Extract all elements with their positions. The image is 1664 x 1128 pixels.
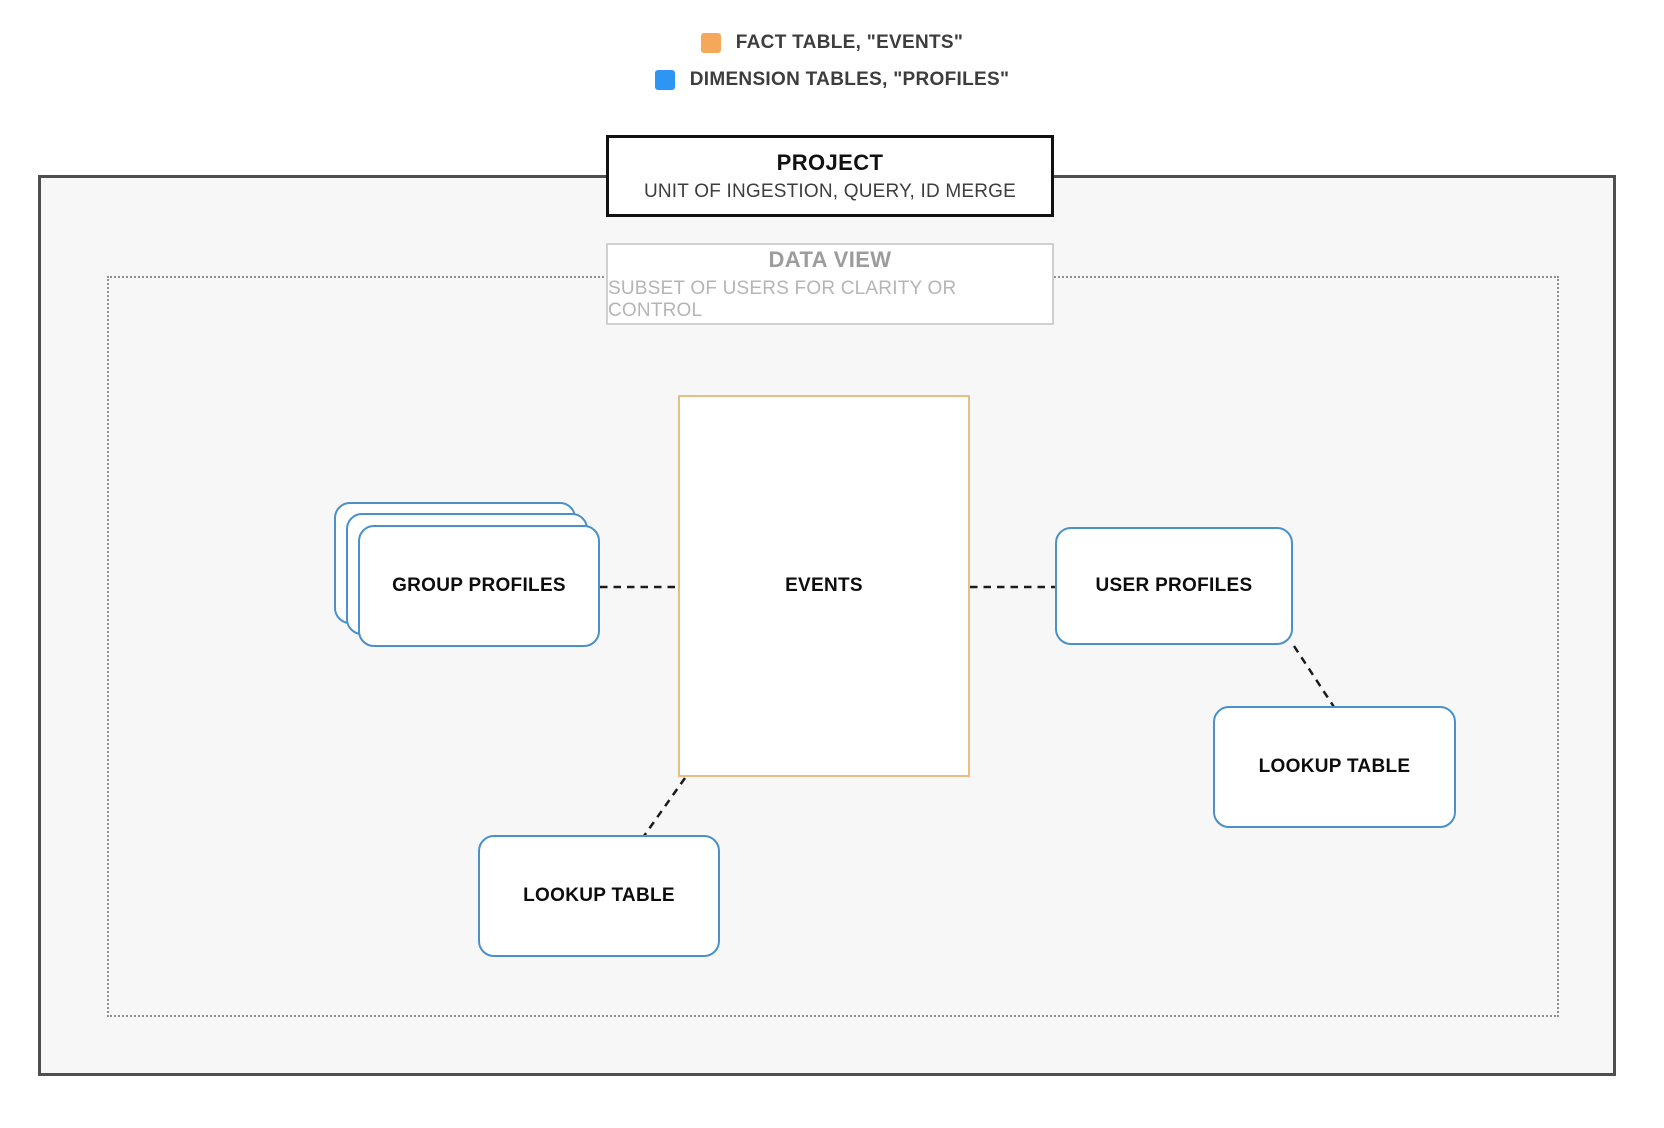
node-events: EVENTS: [678, 395, 970, 777]
legend: FACT TABLE, "EVENTS" DIMENSION TABLES, "…: [0, 32, 1664, 91]
legend-label-fact-table: FACT TABLE, "EVENTS": [735, 32, 964, 53]
node-lookup-table-bottom: LOOKUP TABLE: [478, 835, 720, 957]
project-title: PROJECT: [776, 149, 884, 175]
legend-item-fact-table: FACT TABLE, "EVENTS": [700, 32, 964, 54]
node-group-profiles: GROUP PROFILES: [358, 525, 600, 647]
data-view-title: DATA VIEW: [768, 246, 892, 272]
project-header: PROJECT UNIT OF INGESTION, QUERY, ID MER…: [606, 135, 1054, 217]
dimension-tables-swatch-icon: [654, 70, 675, 90]
node-lookup-table-bottom-label: LOOKUP TABLE: [523, 885, 675, 906]
node-group-profiles-label: GROUP PROFILES: [392, 575, 566, 596]
node-lookup-table-right-label: LOOKUP TABLE: [1258, 756, 1411, 777]
data-view-header: DATA VIEW SUBSET OF USERS FOR CLARITY OR…: [606, 243, 1054, 325]
data-view-subtitle: SUBSET OF USERS FOR CLARITY OR CONTROL: [608, 277, 957, 321]
project-subtitle: UNIT OF INGESTION, QUERY, ID MERGE: [643, 180, 1017, 202]
node-lookup-table-right: LOOKUP TABLE: [1213, 706, 1456, 828]
fact-table-swatch-icon: [700, 33, 721, 53]
legend-item-dimension-tables: DIMENSION TABLES, "PROFILES": [654, 69, 1010, 91]
node-events-label: EVENTS: [785, 575, 863, 596]
legend-label-dimension-tables: DIMENSION TABLES, "PROFILES": [689, 69, 1010, 90]
node-user-profiles: USER PROFILES: [1055, 527, 1293, 645]
node-user-profiles-label: USER PROFILES: [1095, 575, 1253, 596]
